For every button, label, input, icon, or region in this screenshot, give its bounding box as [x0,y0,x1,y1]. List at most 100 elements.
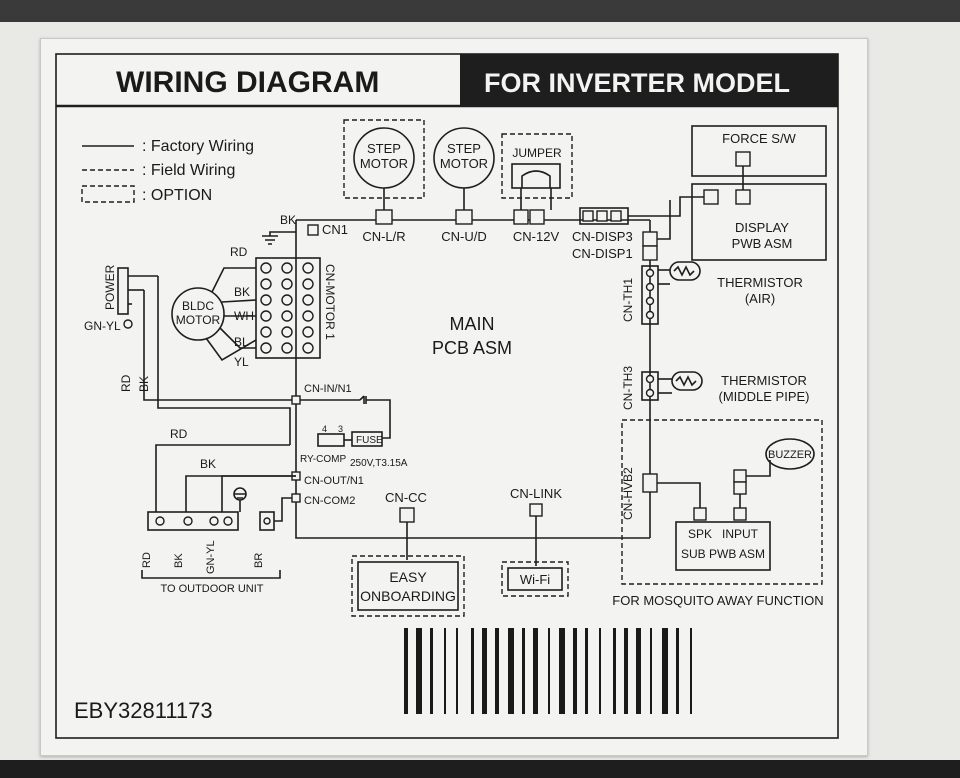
wifi-box [507,567,563,591]
svg-text:BLDC: BLDC [182,299,214,313]
svg-text:RD: RD [230,245,248,259]
power-label: POWER [103,264,117,310]
barcode-bar [482,628,487,714]
svg-text:BK: BK [234,285,250,299]
fuse-rating: 250V,T3.15A [350,458,408,469]
outdoor-terminal-block [147,511,239,531]
thermistor-air-label-2: (AIR) [745,291,775,306]
thermistor-air-label-1: THERMISTOR [717,275,803,290]
cn-motor1-label: CN-MOTOR 1 [323,264,337,340]
barcode-bar [559,628,565,714]
barcode-bar [624,628,628,714]
barcode [404,628,692,714]
svg-text:RD: RD [141,552,153,568]
display-box [691,183,827,261]
svg-text:BK: BK [200,457,216,471]
main-pcb-label-2: PCB ASM [432,338,512,358]
outdoor-label: TO OUTDOOR UNIT [160,583,263,595]
barcode-bar [416,628,422,714]
svg-text:STEP: STEP [447,141,481,156]
cn-cc-label: CN-CC [385,490,427,505]
svg-text:BR: BR [253,553,265,568]
easy-onboarding-box [357,561,459,611]
svg-text:BK: BK [173,553,185,568]
svg-text:EASY: EASY [389,569,427,585]
svg-text:3: 3 [338,424,343,434]
cn-th3-label: CN-TH3 [621,366,635,410]
barcode-bar [471,628,474,714]
buzzer-label: BUZZER [768,449,812,461]
input-label: INPUT [722,527,759,541]
svg-text:FUSE: FUSE [356,435,383,446]
step-motor-option-box [343,119,425,199]
thermistor-pipe-label-1: THERMISTOR [721,373,807,388]
svg-text:Wi-Fi: Wi-Fi [520,572,550,587]
legend: : Factory Wiring : Field Wiring : OPTION [81,138,254,204]
cn-disp1-label: CN-DISP1 [572,246,633,261]
buzzer [765,438,815,470]
jumper-option-box [501,133,573,199]
force-sw-label: FORCE S/W [722,131,796,146]
cn-lr-connector [375,209,393,225]
cn-12v-label: CN-12V [513,229,560,244]
svg-text:4: 4 [322,424,327,434]
motor-connector-pins [260,262,314,354]
cn1-label: CN1 [322,222,348,237]
barcode-bar [430,628,433,714]
svg-text:RD: RD [119,374,133,392]
cn-disp3-label: CN-DISP3 [572,229,633,244]
barcode-bar [548,628,550,714]
svg-text:MOTOR: MOTOR [176,313,221,327]
display-label-1: DISPLAY [735,220,789,235]
barcode-bar [676,628,679,714]
barcode-bar [690,628,692,714]
legend-field: : Field Wiring [142,162,235,179]
jumper-label: JUMPER [512,146,562,160]
ry-comp-label: RY-COMP [300,454,346,465]
cn-th1-label: CN-TH1 [621,278,635,322]
barcode-bar [662,628,668,714]
barcode-bar [613,628,616,714]
cn-com2-label: CN-COM2 [304,495,355,507]
barcode-bar [456,628,458,714]
display-label-2: PWB ASM [732,236,793,251]
sub-pwb-box [675,521,771,571]
thermistor-pipe-label-2: (MIDDLE PIPE) [718,389,809,404]
svg-text:ONBOARDING: ONBOARDING [360,588,456,604]
barcode-bar [533,628,538,714]
barcode-bar [495,628,499,714]
barcode-bar [522,628,525,714]
cn-ud-label: CN-U/D [441,229,487,244]
cn-out-n1-label: CN-OUT/N1 [304,475,364,487]
model-banner-bg [460,54,838,106]
barcode-bar [636,628,641,714]
force-sw-box [691,125,827,177]
barcode-bar [650,628,652,714]
model-banner: FOR INVERTER MODEL [484,68,790,98]
cn-link-label: CN-LINK [510,486,562,501]
svg-text:MOTOR: MOTOR [360,156,408,171]
legend-factory: : Factory Wiring [142,138,254,155]
bldc-motor [171,287,225,341]
diagram-title: WIRING DIAGRAM [116,66,379,99]
barcode-bar [508,628,514,714]
barcode-bar [599,628,601,714]
legend-option: : OPTION [142,187,212,204]
gn-yl-label: GN-YL [84,319,121,333]
cn-lr-label: CN-L/R [362,229,405,244]
cn-hvb2-label: CN-HVB2 [621,467,635,520]
main-pcb-label-1: MAIN [450,314,495,334]
svg-text:GN-YL: GN-YL [205,540,217,574]
barcode-bar [444,628,446,714]
cn-ud-connector [455,209,473,225]
part-number: EBY32811173 [74,698,213,723]
cn-in-n1-label: CN-IN/N1 [304,383,352,395]
label-sheet [40,38,868,756]
svg-text:MOTOR: MOTOR [440,156,488,171]
barcode-bar [573,628,577,714]
svg-text:RD: RD [170,427,188,441]
barcode-bar [404,628,408,714]
svg-text:YL: YL [234,355,249,369]
sub-pwb-label: SUB PWB ASM [681,547,765,561]
